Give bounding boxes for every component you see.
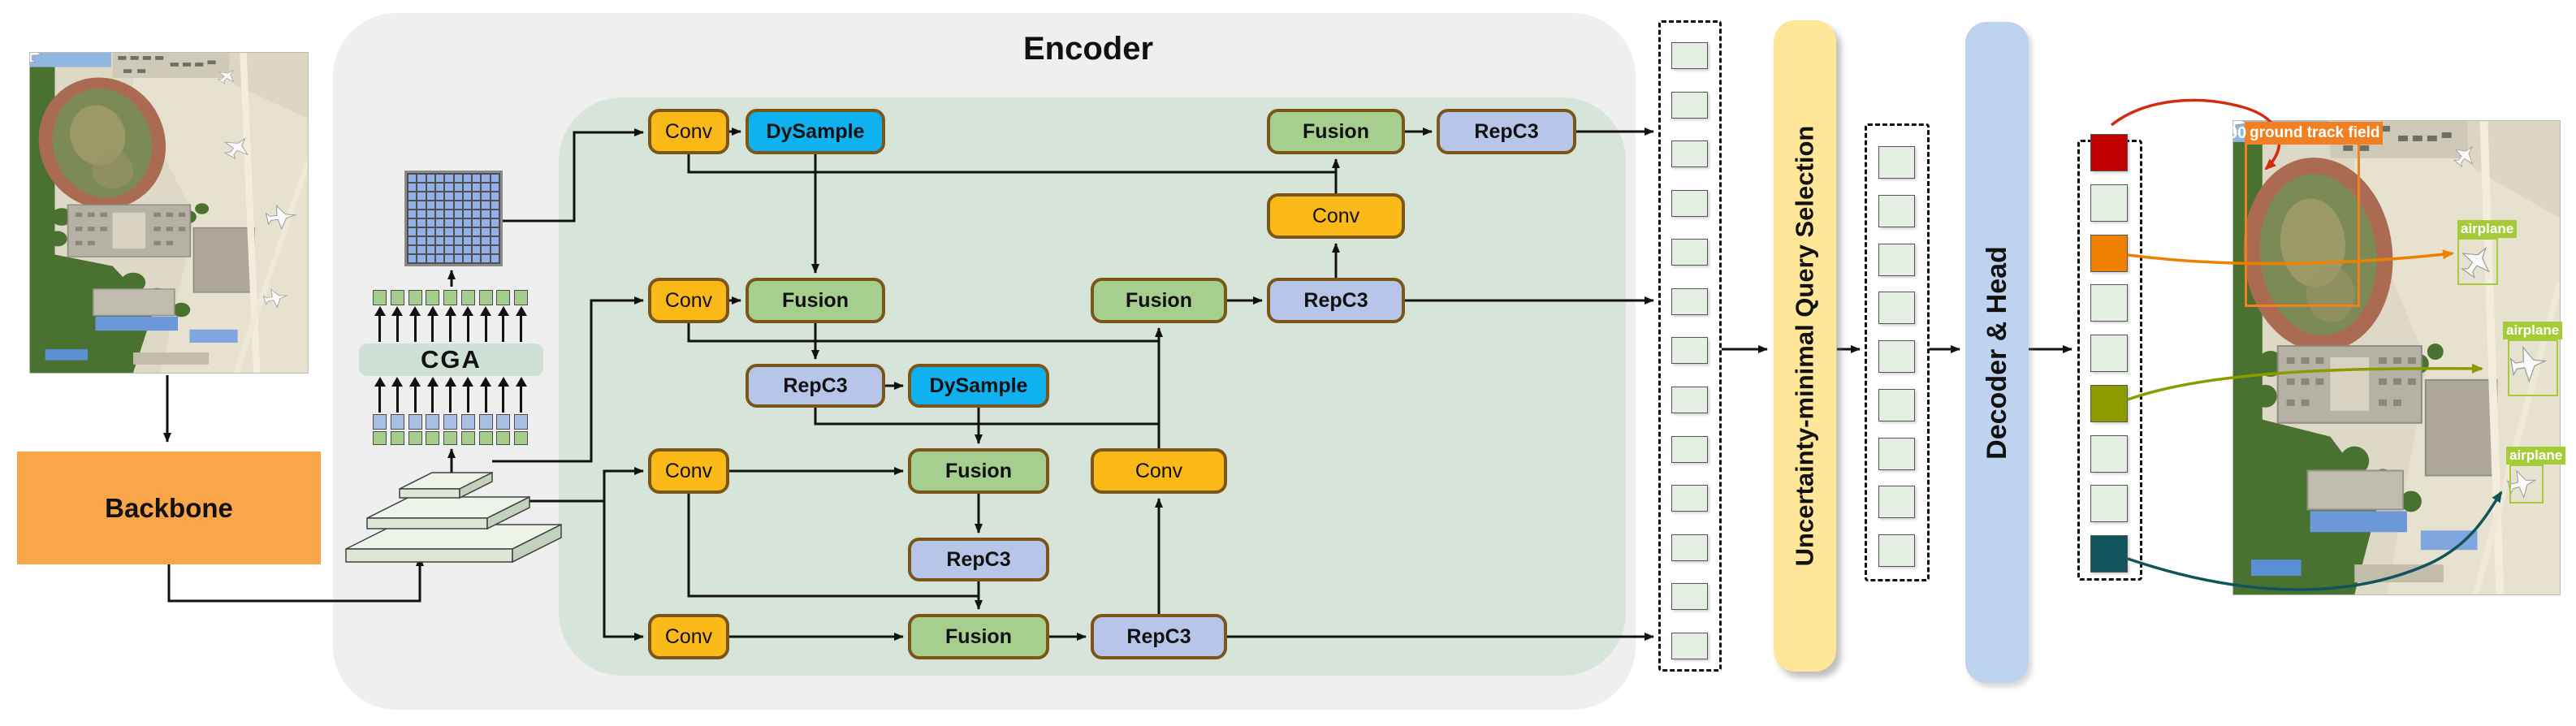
detection-label-airplane-3: airplane	[2506, 447, 2566, 465]
token-grid	[404, 171, 503, 266]
conv-bottom-right: Conv	[1091, 448, 1227, 494]
dysample-2: DySample	[908, 364, 1049, 408]
fusion-mid: Fusion	[1091, 278, 1227, 323]
conv-3: Conv	[648, 448, 729, 494]
token-row-blue	[373, 414, 528, 430]
encoder-title: Encoder	[1022, 31, 1154, 67]
detection-label-airplane-2: airplane	[2503, 322, 2563, 339]
detection-box-ground-track-field	[2245, 122, 2360, 307]
repc3-c: RepC3	[1091, 614, 1227, 659]
output-image	[2232, 120, 2561, 595]
conv-1: Conv	[648, 109, 729, 154]
cga-up-arrows-top	[373, 306, 528, 342]
selected-query-box	[1865, 123, 1930, 581]
encoder-fusion-region	[559, 97, 1626, 676]
detection-score-fragment: 00	[2228, 124, 2247, 142]
repc3-b: RepC3	[908, 538, 1049, 581]
conv-2: Conv	[648, 278, 729, 323]
selected-query-squares	[1878, 146, 1915, 567]
detection-box-airplane-1	[2457, 238, 2498, 285]
input-image	[29, 52, 309, 374]
token-row-top	[373, 290, 528, 305]
decoder-head-bar: Decoder & Head	[1965, 22, 2029, 683]
conv-4: Conv	[648, 614, 729, 659]
detection-label-ground-track-field: ground track field	[2246, 122, 2384, 145]
fusion-3: Fusion	[908, 448, 1049, 494]
cga-label: CGA	[421, 345, 482, 374]
encoder-token-squares	[1671, 42, 1708, 659]
feature-pyramid	[345, 471, 562, 564]
query-selection-label: Uncertainty-minimal Query Selection	[1790, 125, 1819, 567]
decoder-head-label: Decoder & Head	[1981, 245, 2012, 460]
backbone-block: Backbone	[17, 452, 321, 564]
detection-box-airplane-3	[2509, 465, 2544, 503]
fusion-4: Fusion	[908, 614, 1049, 659]
encoder-token-memory	[1658, 20, 1722, 672]
backbone-label: Backbone	[105, 492, 233, 523]
dysample-1: DySample	[746, 109, 885, 154]
cga-block: CGA	[359, 344, 543, 376]
conv-top-right: Conv	[1267, 193, 1405, 239]
repc3-a: RepC3	[746, 364, 885, 408]
fusion-2: Fusion	[746, 278, 885, 323]
detection-label-airplane-1: airplane	[2457, 220, 2518, 238]
fusion-top: Fusion	[1267, 109, 1405, 154]
decoder-query-squares	[2090, 134, 2128, 573]
detection-box-airplane-2	[2508, 339, 2558, 396]
repc3-top: RepC3	[1437, 109, 1576, 154]
query-selection-bar: Uncertainty-minimal Query Selection	[1774, 20, 1836, 672]
token-row-bottom	[373, 431, 528, 445]
repc3-mid: RepC3	[1267, 278, 1405, 323]
cga-up-arrows-bottom	[373, 377, 528, 413]
